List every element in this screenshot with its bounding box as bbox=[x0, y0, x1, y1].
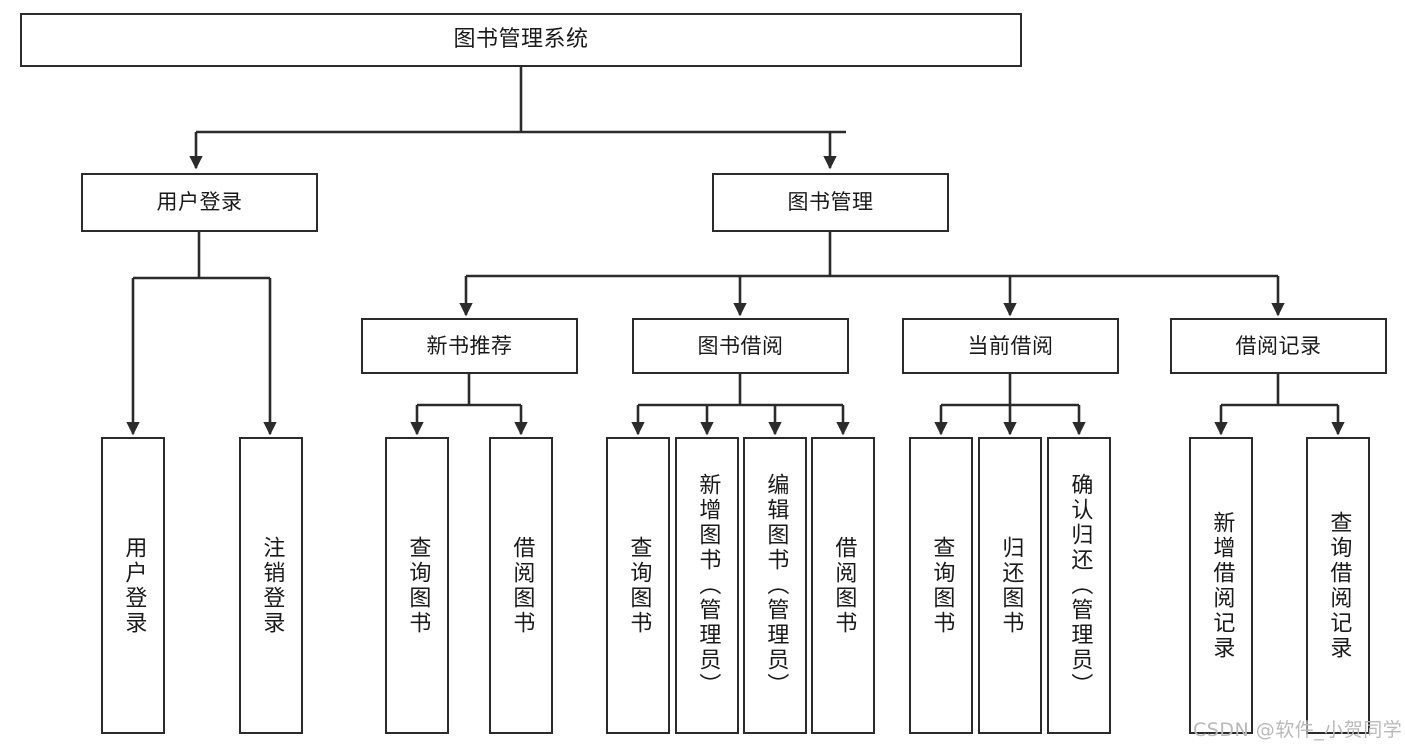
leaf-borrow-record-add[interactable]: 新增借阅记录 bbox=[1189, 437, 1253, 734]
node-label: 图书管理系统 bbox=[453, 26, 589, 52]
leaf-user-login-logout[interactable]: 注销登录 bbox=[239, 437, 303, 734]
node-label: 注销登录 bbox=[259, 535, 285, 636]
node-label: 查询图书 bbox=[405, 535, 431, 636]
node-root-system[interactable]: 图书管理系统 bbox=[20, 13, 1022, 67]
leaf-current-borrow-confirm-return[interactable]: 确认归还（管理员） bbox=[1047, 437, 1111, 734]
leaf-current-borrow-query[interactable]: 查询图书 bbox=[909, 437, 973, 734]
node-label: 新增借阅记录 bbox=[1209, 510, 1235, 661]
node-new-book-recommend[interactable]: 新书推荐 bbox=[361, 318, 578, 374]
node-label: 图书管理 bbox=[787, 190, 874, 215]
leaf-new-book-borrow[interactable]: 借阅图书 bbox=[489, 437, 553, 734]
leaf-user-login-login[interactable]: 用户登录 bbox=[101, 437, 165, 734]
node-label: 归还图书 bbox=[998, 535, 1024, 636]
node-label: 用户登录 bbox=[121, 535, 147, 636]
watermark-text: CSDN @软件_小贺同学 bbox=[1193, 719, 1403, 741]
node-label: 编辑图书（管理员） bbox=[763, 473, 789, 698]
node-current-borrow[interactable]: 当前借阅 bbox=[902, 318, 1119, 374]
node-label: 查询图书 bbox=[626, 535, 652, 636]
node-book-management[interactable]: 图书管理 bbox=[712, 173, 949, 232]
node-label: 查询图书 bbox=[929, 535, 955, 636]
node-label: 新书推荐 bbox=[426, 333, 513, 358]
node-label: 当前借阅 bbox=[967, 333, 1054, 358]
node-label: 借阅图书 bbox=[509, 535, 535, 636]
leaf-book-borrow-borrow[interactable]: 借阅图书 bbox=[811, 437, 875, 734]
node-label: 图书借阅 bbox=[697, 333, 784, 358]
node-label: 借阅记录 bbox=[1235, 333, 1322, 358]
leaf-borrow-record-query[interactable]: 查询借阅记录 bbox=[1306, 437, 1370, 734]
node-label: 借阅图书 bbox=[831, 535, 857, 636]
leaf-book-borrow-add[interactable]: 新增图书（管理员） bbox=[675, 437, 739, 734]
node-user-login[interactable]: 用户登录 bbox=[81, 173, 318, 232]
node-label: 查询借阅记录 bbox=[1326, 510, 1352, 661]
leaf-new-book-query[interactable]: 查询图书 bbox=[385, 437, 449, 734]
node-label: 用户登录 bbox=[156, 190, 243, 215]
leaf-book-borrow-edit[interactable]: 编辑图书（管理员） bbox=[743, 437, 807, 734]
node-label: 确认归还（管理员） bbox=[1067, 473, 1093, 698]
node-label: 新增图书（管理员） bbox=[695, 473, 721, 698]
node-borrow-record[interactable]: 借阅记录 bbox=[1170, 318, 1387, 374]
node-book-borrow[interactable]: 图书借阅 bbox=[632, 318, 849, 374]
leaf-current-borrow-return[interactable]: 归还图书 bbox=[978, 437, 1042, 734]
leaf-book-borrow-query[interactable]: 查询图书 bbox=[606, 437, 670, 734]
